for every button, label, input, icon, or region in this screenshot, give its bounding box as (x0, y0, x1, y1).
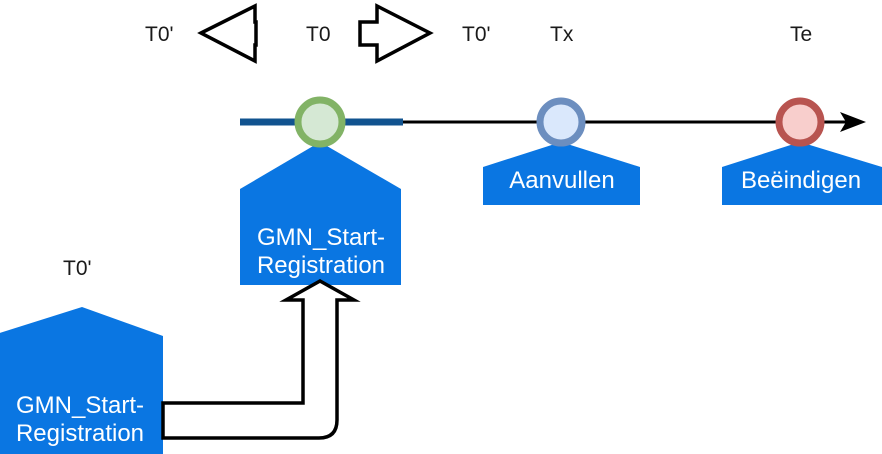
pentagon-aanvullen[interactable] (483, 142, 640, 205)
label-t0-prime-left: T0' (145, 23, 174, 46)
correction-connector-arrow (161, 278, 361, 440)
timeline-arrowhead-icon (840, 112, 866, 132)
label-te: Te (790, 23, 813, 46)
left-range-arrow (197, 3, 258, 64)
label-t0-center: T0 (306, 23, 331, 46)
event-circle-tx-icon[interactable] (536, 97, 586, 147)
label-tx: Tx (550, 23, 574, 46)
right-range-arrow (358, 3, 434, 64)
pentagon-gmn-start-registration-t0[interactable] (240, 142, 401, 285)
label-t0-prime-bottom: T0' (63, 257, 92, 280)
pentagon-gmn-start-registration-t0-prime[interactable] (0, 307, 163, 454)
event-circle-t0-icon[interactable] (294, 96, 346, 148)
pentagon-beeindigen[interactable] (722, 142, 882, 205)
event-circle-te-icon[interactable] (775, 97, 825, 147)
label-t0-prime-right: T0' (462, 23, 491, 46)
